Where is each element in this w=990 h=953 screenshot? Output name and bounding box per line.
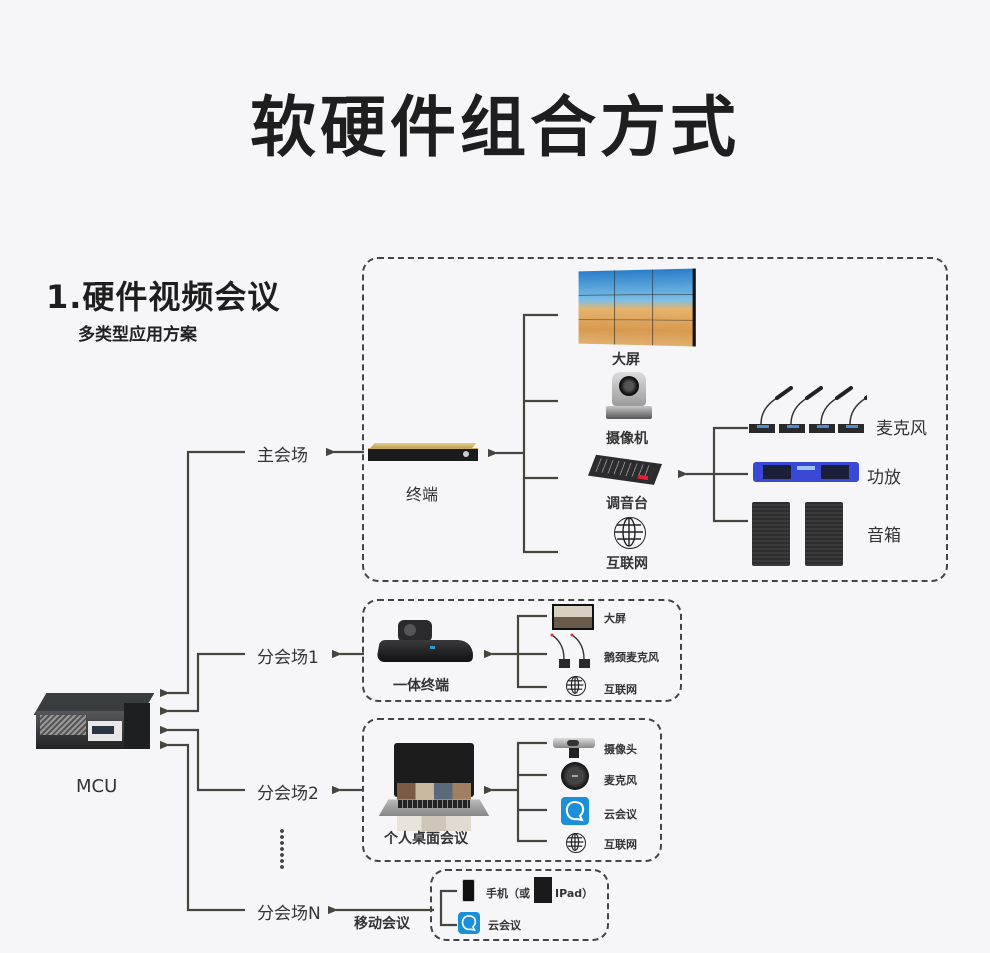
amplifier-icon — [753, 462, 859, 482]
audio-label-speaker: 音箱 — [867, 526, 901, 546]
site-branch1-label: 分会场1 — [257, 648, 319, 668]
device-label-mixer: 调音台 — [606, 496, 648, 512]
branch2-label-internet: 互联网 — [604, 838, 637, 851]
branch2-box — [362, 718, 662, 862]
site-branchN-label: 分会场N — [257, 904, 321, 924]
gooseneck-mic-icon — [550, 633, 596, 669]
ellipsis-dots — [279, 828, 285, 870]
phone-icon — [462, 879, 475, 902]
branch1-box — [362, 599, 682, 702]
page-title: 软硬件组合方式 — [250, 89, 740, 166]
line-branch1-to-mcu — [168, 652, 245, 711]
branch2-globe-icon — [566, 833, 586, 853]
branch1-label-mic: 鹅颈麦克风 — [604, 651, 659, 664]
all-in-one-terminal-icon — [376, 620, 476, 668]
branch2-label-webcam: 摄像头 — [604, 743, 637, 756]
device-label-camera: 摄像机 — [606, 431, 648, 447]
audio-label-mic: 麦克风 — [876, 419, 927, 439]
terminal-label: 终端 — [406, 485, 439, 504]
branch2-label-mic: 麦克风 — [604, 774, 637, 787]
branch1-label-internet: 互联网 — [604, 683, 637, 696]
section-title: 1.硬件视频会议 — [46, 278, 281, 316]
device-label-internet: 互联网 — [606, 556, 648, 572]
microphones-icon — [749, 386, 882, 434]
cloud-meeting-icon — [561, 797, 589, 825]
terminal-device-icon — [368, 443, 478, 463]
branch1-label-screen: 大屏 — [604, 612, 626, 625]
main-site-box — [362, 257, 948, 582]
mcu-label: MCU — [76, 776, 118, 797]
section-subtitle: 多类型应用方案 — [78, 325, 197, 345]
speakerphone-icon — [561, 762, 589, 790]
mobile-cloud-meeting-icon — [458, 912, 480, 934]
video-wall-icon — [578, 268, 693, 347]
branchN-label-phone: 手机（或 — [486, 887, 530, 900]
mcu-device-icon — [33, 693, 155, 753]
device-label-screen: 大屏 — [612, 352, 640, 368]
line-branchN-to-mcu — [168, 745, 245, 912]
line-main-to-mcu — [168, 450, 245, 693]
branchN-box — [430, 869, 609, 941]
branchN-label-ipad: IPad） — [555, 887, 594, 900]
branch1-globe-icon — [566, 676, 586, 696]
branch2-label-cloud: 云会议 — [604, 808, 637, 821]
speaker-left-icon — [752, 502, 790, 566]
branch1-screen-icon — [552, 604, 594, 630]
branch2-terminal-label: 个人桌面会议 — [384, 831, 468, 847]
branch1-terminal-label: 一体终端 — [393, 678, 449, 694]
branchN-terminal-label: 移动会议 — [354, 916, 410, 932]
site-branch2-label: 分会场2 — [257, 784, 319, 804]
webcam-icon — [553, 738, 595, 760]
audio-label-amp: 功放 — [867, 468, 901, 488]
ipad-icon — [534, 877, 552, 903]
site-main-label: 主会场 — [257, 446, 308, 466]
laptop-icon — [378, 743, 490, 831]
line-branch2-to-mcu — [168, 730, 245, 792]
speaker-right-icon — [805, 502, 843, 566]
ptz-camera-icon — [606, 372, 652, 420]
branchN-label-cloud: 云会议 — [488, 919, 521, 932]
globe-icon — [614, 517, 646, 549]
